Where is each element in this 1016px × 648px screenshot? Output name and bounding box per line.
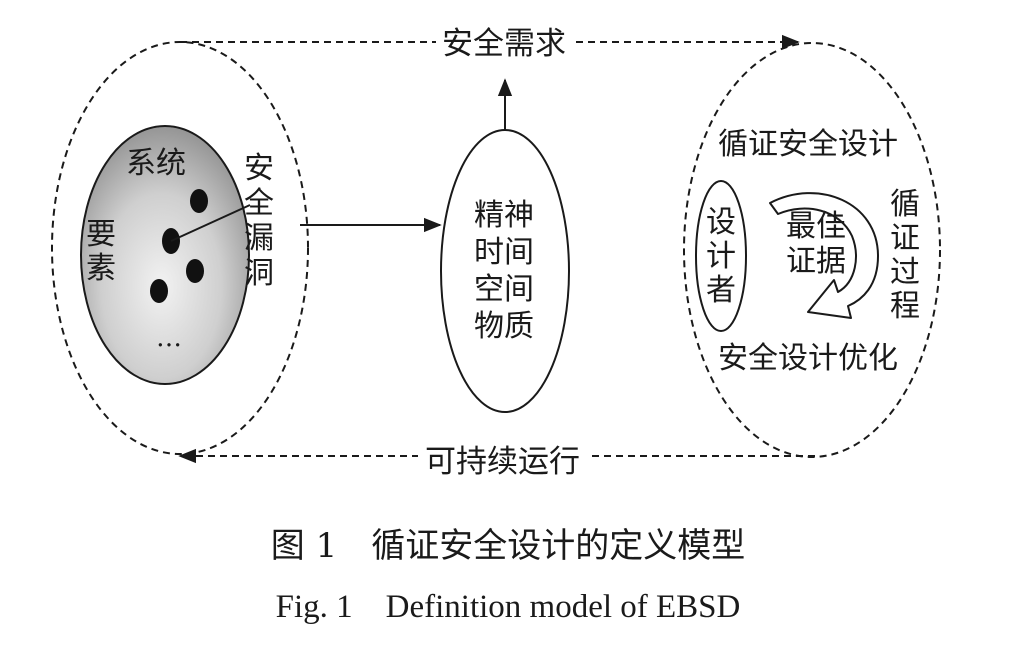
system-ellipse	[80, 125, 250, 385]
top-label-bg	[436, 20, 574, 62]
process-label-2: 证	[890, 221, 920, 256]
right-bottom-label: 安全设计优化	[718, 341, 898, 376]
bottom-arrow-label: 可持续运行	[425, 444, 580, 480]
element-dot	[186, 259, 204, 283]
caption-en: Fig. 1 Definition model of EBSD	[276, 589, 741, 625]
right-boundary-ellipse	[683, 42, 941, 458]
element-label-1: 要	[86, 217, 116, 252]
center-line-4: 物质	[474, 309, 534, 344]
curved-evidence-arrow	[769, 192, 879, 319]
top-arrow-label: 安全需求	[442, 26, 566, 62]
evidence-label-2: 证据	[786, 244, 846, 279]
center-line-1: 精神	[474, 198, 534, 233]
right-top-label: 循证安全设计	[718, 127, 898, 162]
process-label-1: 循	[890, 187, 920, 222]
system-label: 系统	[126, 146, 186, 181]
center-ellipse	[440, 129, 570, 413]
process-label-4: 程	[890, 289, 920, 324]
designer-label-2: 计	[706, 239, 736, 274]
element-dot	[150, 279, 168, 303]
vulnerability-label-4: 洞	[244, 256, 274, 291]
evidence-label-1: 最佳	[786, 209, 846, 244]
designer-ellipse	[695, 180, 747, 332]
center-line-3: 空间	[474, 272, 534, 307]
element-dot	[190, 189, 208, 213]
designer-label-3: 者	[706, 273, 736, 308]
caption-cn: 图 1 循证安全设计的定义模型	[271, 526, 745, 566]
element-label-2: 素	[86, 251, 116, 286]
bottom-label-bg	[418, 438, 590, 478]
designer-label-1: 设	[706, 205, 736, 240]
center-line-2: 时间	[474, 235, 534, 270]
vulnerability-pointer	[170, 204, 251, 242]
process-label-3: 过	[890, 255, 920, 290]
vulnerability-label-1: 安	[244, 151, 274, 186]
ellipsis-label: …	[156, 323, 182, 353]
vulnerability-label-3: 漏	[244, 221, 274, 256]
vulnerability-label-2: 全	[244, 186, 274, 221]
